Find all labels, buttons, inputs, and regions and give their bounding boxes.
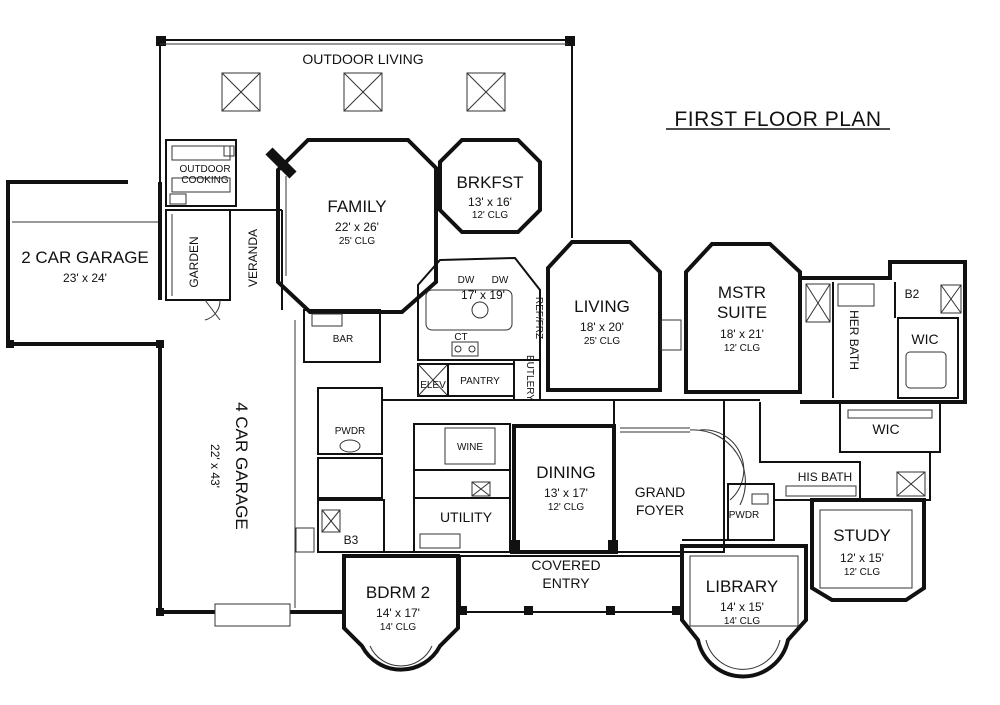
pwdr2-label: PWDR <box>729 510 760 521</box>
study-room <box>810 498 926 602</box>
mstr-label-2: SUITE <box>717 303 767 322</box>
his-bath-label: HIS BATH <box>798 470 852 484</box>
his-bath-area <box>759 401 941 501</box>
b2-label: B2 <box>905 287 920 301</box>
skylight-3 <box>466 72 506 112</box>
pwdr1-label: PWDR <box>335 426 366 437</box>
grand-foyer <box>613 399 746 553</box>
covered-entry-label-1: COVERED <box>531 557 600 573</box>
family-label: FAMILY <box>327 197 386 216</box>
page-title: FIRST FLOOR PLAN <box>674 108 881 131</box>
grand-foyer-label-1: GRAND <box>635 484 686 500</box>
grand-foyer-label-2: FOYER <box>636 502 684 518</box>
dining-size: 13' x 17' <box>544 486 588 500</box>
outdoor-living-label: OUTDOOR LIVING <box>302 51 423 67</box>
wine-label: WINE <box>457 442 483 453</box>
wic2-label: WIC <box>872 421 899 437</box>
pantry-area <box>417 359 541 401</box>
outdoor-cooking-label-2: COOKING <box>181 175 228 186</box>
utility-label: UTILITY <box>440 509 493 525</box>
breakfast-room <box>438 138 542 234</box>
garage-2car-label: 2 CAR GARAGE <box>21 248 149 267</box>
mstr-clg: 12' CLG <box>724 343 761 354</box>
garden-veranda-area <box>165 209 283 321</box>
bdrm2-clg: 14' CLG <box>380 622 417 633</box>
powder-room-1 <box>317 387 385 553</box>
dining-clg: 12' CLG <box>548 502 585 513</box>
skylight-2 <box>343 72 383 112</box>
library-room <box>680 544 808 679</box>
wic1-label: WIC <box>911 331 938 347</box>
kitchen-size: 17' x 19' <box>461 288 505 302</box>
family-room <box>265 138 438 314</box>
b3-label: B3 <box>344 533 359 547</box>
dining-label: DINING <box>536 463 596 482</box>
her-bath-area <box>805 282 962 399</box>
master-suite <box>684 242 967 404</box>
corridor-walls <box>382 399 812 553</box>
mstr-size: 18' x 21' <box>720 327 764 341</box>
outdoor-cooking-area <box>165 139 237 207</box>
bedroom-2 <box>342 554 460 672</box>
veranda-label: VERANDA <box>246 229 260 287</box>
garage-4car-size: 22' x 43' <box>208 444 222 488</box>
study-label: STUDY <box>833 526 891 545</box>
family-size: 22' x 26' <box>335 220 379 234</box>
butlery-label: BUTLERY <box>524 355 535 401</box>
garage-2car-size: 23' x 24' <box>63 271 107 285</box>
garage-4car-label: 4 CAR GARAGE <box>232 402 251 530</box>
study-clg: 12' CLG <box>844 567 881 578</box>
her-bath-label: HER BATH <box>847 310 861 370</box>
dishwasher-label-1: DW <box>458 275 475 286</box>
family-clg: 25' CLG <box>339 236 376 247</box>
living-room <box>546 240 682 392</box>
library-label: LIBRARY <box>706 577 778 596</box>
outdoor-living-area <box>156 36 575 238</box>
dishwasher-label-2: DW <box>492 275 509 286</box>
library-clg: 14' CLG <box>724 616 761 627</box>
brkfst-label: BRKFST <box>456 173 523 192</box>
ref-frz-label: REF/FRZ <box>533 297 544 339</box>
utility-room <box>413 497 511 553</box>
brkfst-clg: 12' CLG <box>472 210 509 221</box>
living-size: 18' x 20' <box>580 320 624 334</box>
elev-label: ELEV <box>420 380 446 391</box>
wine-room <box>413 423 511 499</box>
garage-4car <box>156 320 342 627</box>
study-size: 12' x 15' <box>840 551 884 565</box>
bar-label: BAR <box>333 334 354 345</box>
library-size: 14' x 15' <box>720 600 764 614</box>
bdrm2-label: BDRM 2 <box>366 583 430 602</box>
skylight-1 <box>221 72 261 112</box>
living-clg: 25' CLG <box>584 336 621 347</box>
garage-2car <box>6 180 162 348</box>
outdoor-cooking-label-1: OUTDOOR <box>179 164 230 175</box>
garden-label: GARDEN <box>187 236 201 287</box>
pantry-label: PANTRY <box>460 376 500 387</box>
mstr-label-1: MSTR <box>718 283 766 302</box>
bdrm2-size: 14' x 17' <box>376 606 420 620</box>
cooktop-label: CT <box>454 332 467 343</box>
powder-room-2 <box>727 483 775 541</box>
bar-area <box>303 309 381 363</box>
brkfst-size: 13' x 16' <box>468 195 512 209</box>
living-label: LIVING <box>574 297 630 316</box>
covered-entry-label-2: ENTRY <box>542 575 590 591</box>
